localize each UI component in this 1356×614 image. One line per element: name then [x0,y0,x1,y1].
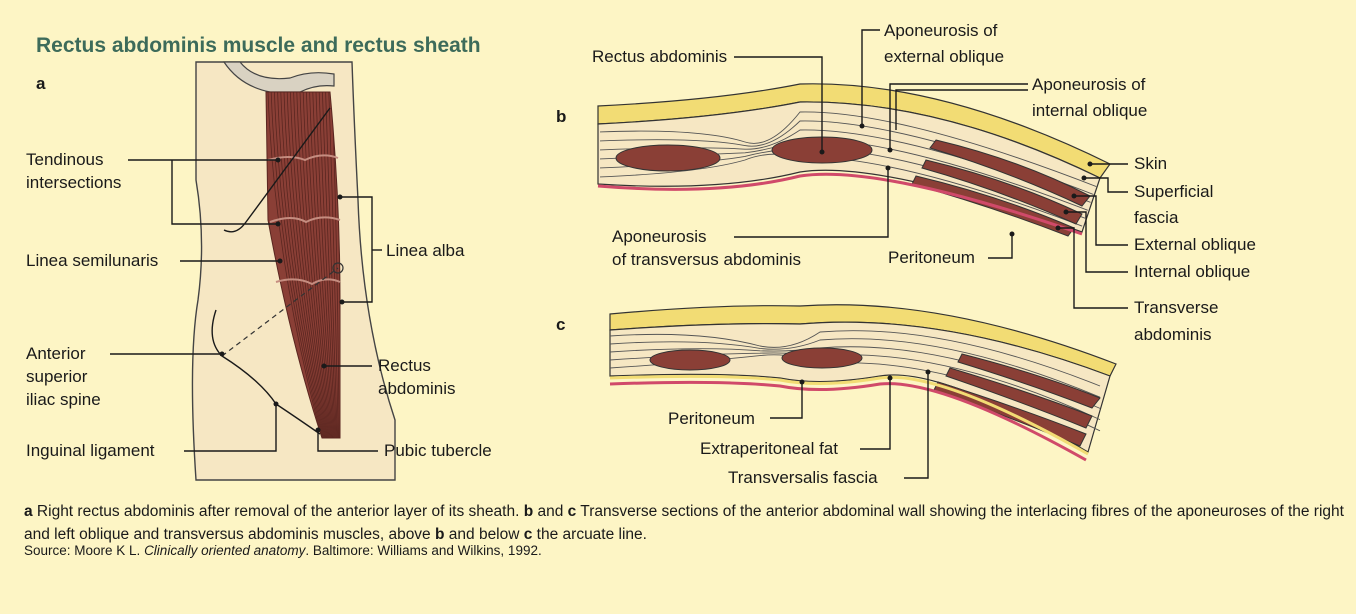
label-inguinal-ligament: Inguinal ligament [26,441,155,460]
label-transverse-2: abdominis [1134,325,1212,344]
label-apo-ext-2: external oblique [884,47,1004,66]
caption-a-text: Right rectus abdominis after removal of … [33,503,524,520]
label-asis-3: iliac spine [26,390,101,409]
label-rectus-b: Rectus abdominis [592,47,727,66]
figure-caption: a Right rectus abdominis after removal o… [24,500,1344,546]
rectus-left-c [650,350,730,370]
rectus-left-b [616,145,720,171]
label-peritoneum-b: Peritoneum [888,248,975,267]
label-linea-alba: Linea alba [386,241,465,260]
panel-b-letter: b [556,107,566,126]
caption-c-letter: c [568,503,577,520]
panel-a: a [26,62,492,480]
caption-b-letter: b [524,503,533,520]
panel-c: c Peritoneum Extraperitoneal fat Transve… [556,305,1116,487]
caption-a-letter: a [24,503,33,520]
rectus-right-c [782,348,862,368]
label-apo-int-1: Aponeurosis of [1032,75,1146,94]
label-internal-oblique: Internal oblique [1134,262,1250,281]
label-transversalis-fascia: Transversalis fascia [728,468,878,487]
label-external-oblique: External oblique [1134,235,1256,254]
source-book-title: Clinically oriented anatomy [144,543,305,558]
label-superficial-1: Superficial [1134,182,1213,201]
label-pubic-tubercle: Pubic tubercle [384,441,492,460]
label-superficial-2: fascia [1134,208,1179,227]
label-peritoneum-c: Peritoneum [668,409,755,428]
label-transverse-1: Transverse [1134,298,1218,317]
label-tendinous-1: Tendinous [26,150,104,169]
label-extraperitoneal-fat: Extraperitoneal fat [700,439,838,458]
label-apo-int-2: internal oblique [1032,101,1147,120]
label-apo-ext-1: Aponeurosis of [884,21,998,40]
label-linea-semilunaris: Linea semilunaris [26,251,158,270]
panel-b: b Re [556,21,1256,344]
label-rectus-2: abdominis [378,379,456,398]
label-skin: Skin [1134,154,1167,173]
label-rectus-1: Rectus [378,356,431,375]
panel-c-letter: c [556,315,565,334]
label-asis-1: Anterior [26,344,86,363]
figure-title: Rectus abdominis muscle and rectus sheat… [36,34,481,57]
label-apo-trans-1: Aponeurosis [612,227,707,246]
panel-a-letter: a [36,74,46,93]
label-apo-trans-2: of transversus abdominis [612,250,801,269]
label-asis-2: superior [26,367,88,386]
figure-source: Source: Moore K L. Clinically oriented a… [24,543,542,558]
label-tendinous-2: intersections [26,173,121,192]
